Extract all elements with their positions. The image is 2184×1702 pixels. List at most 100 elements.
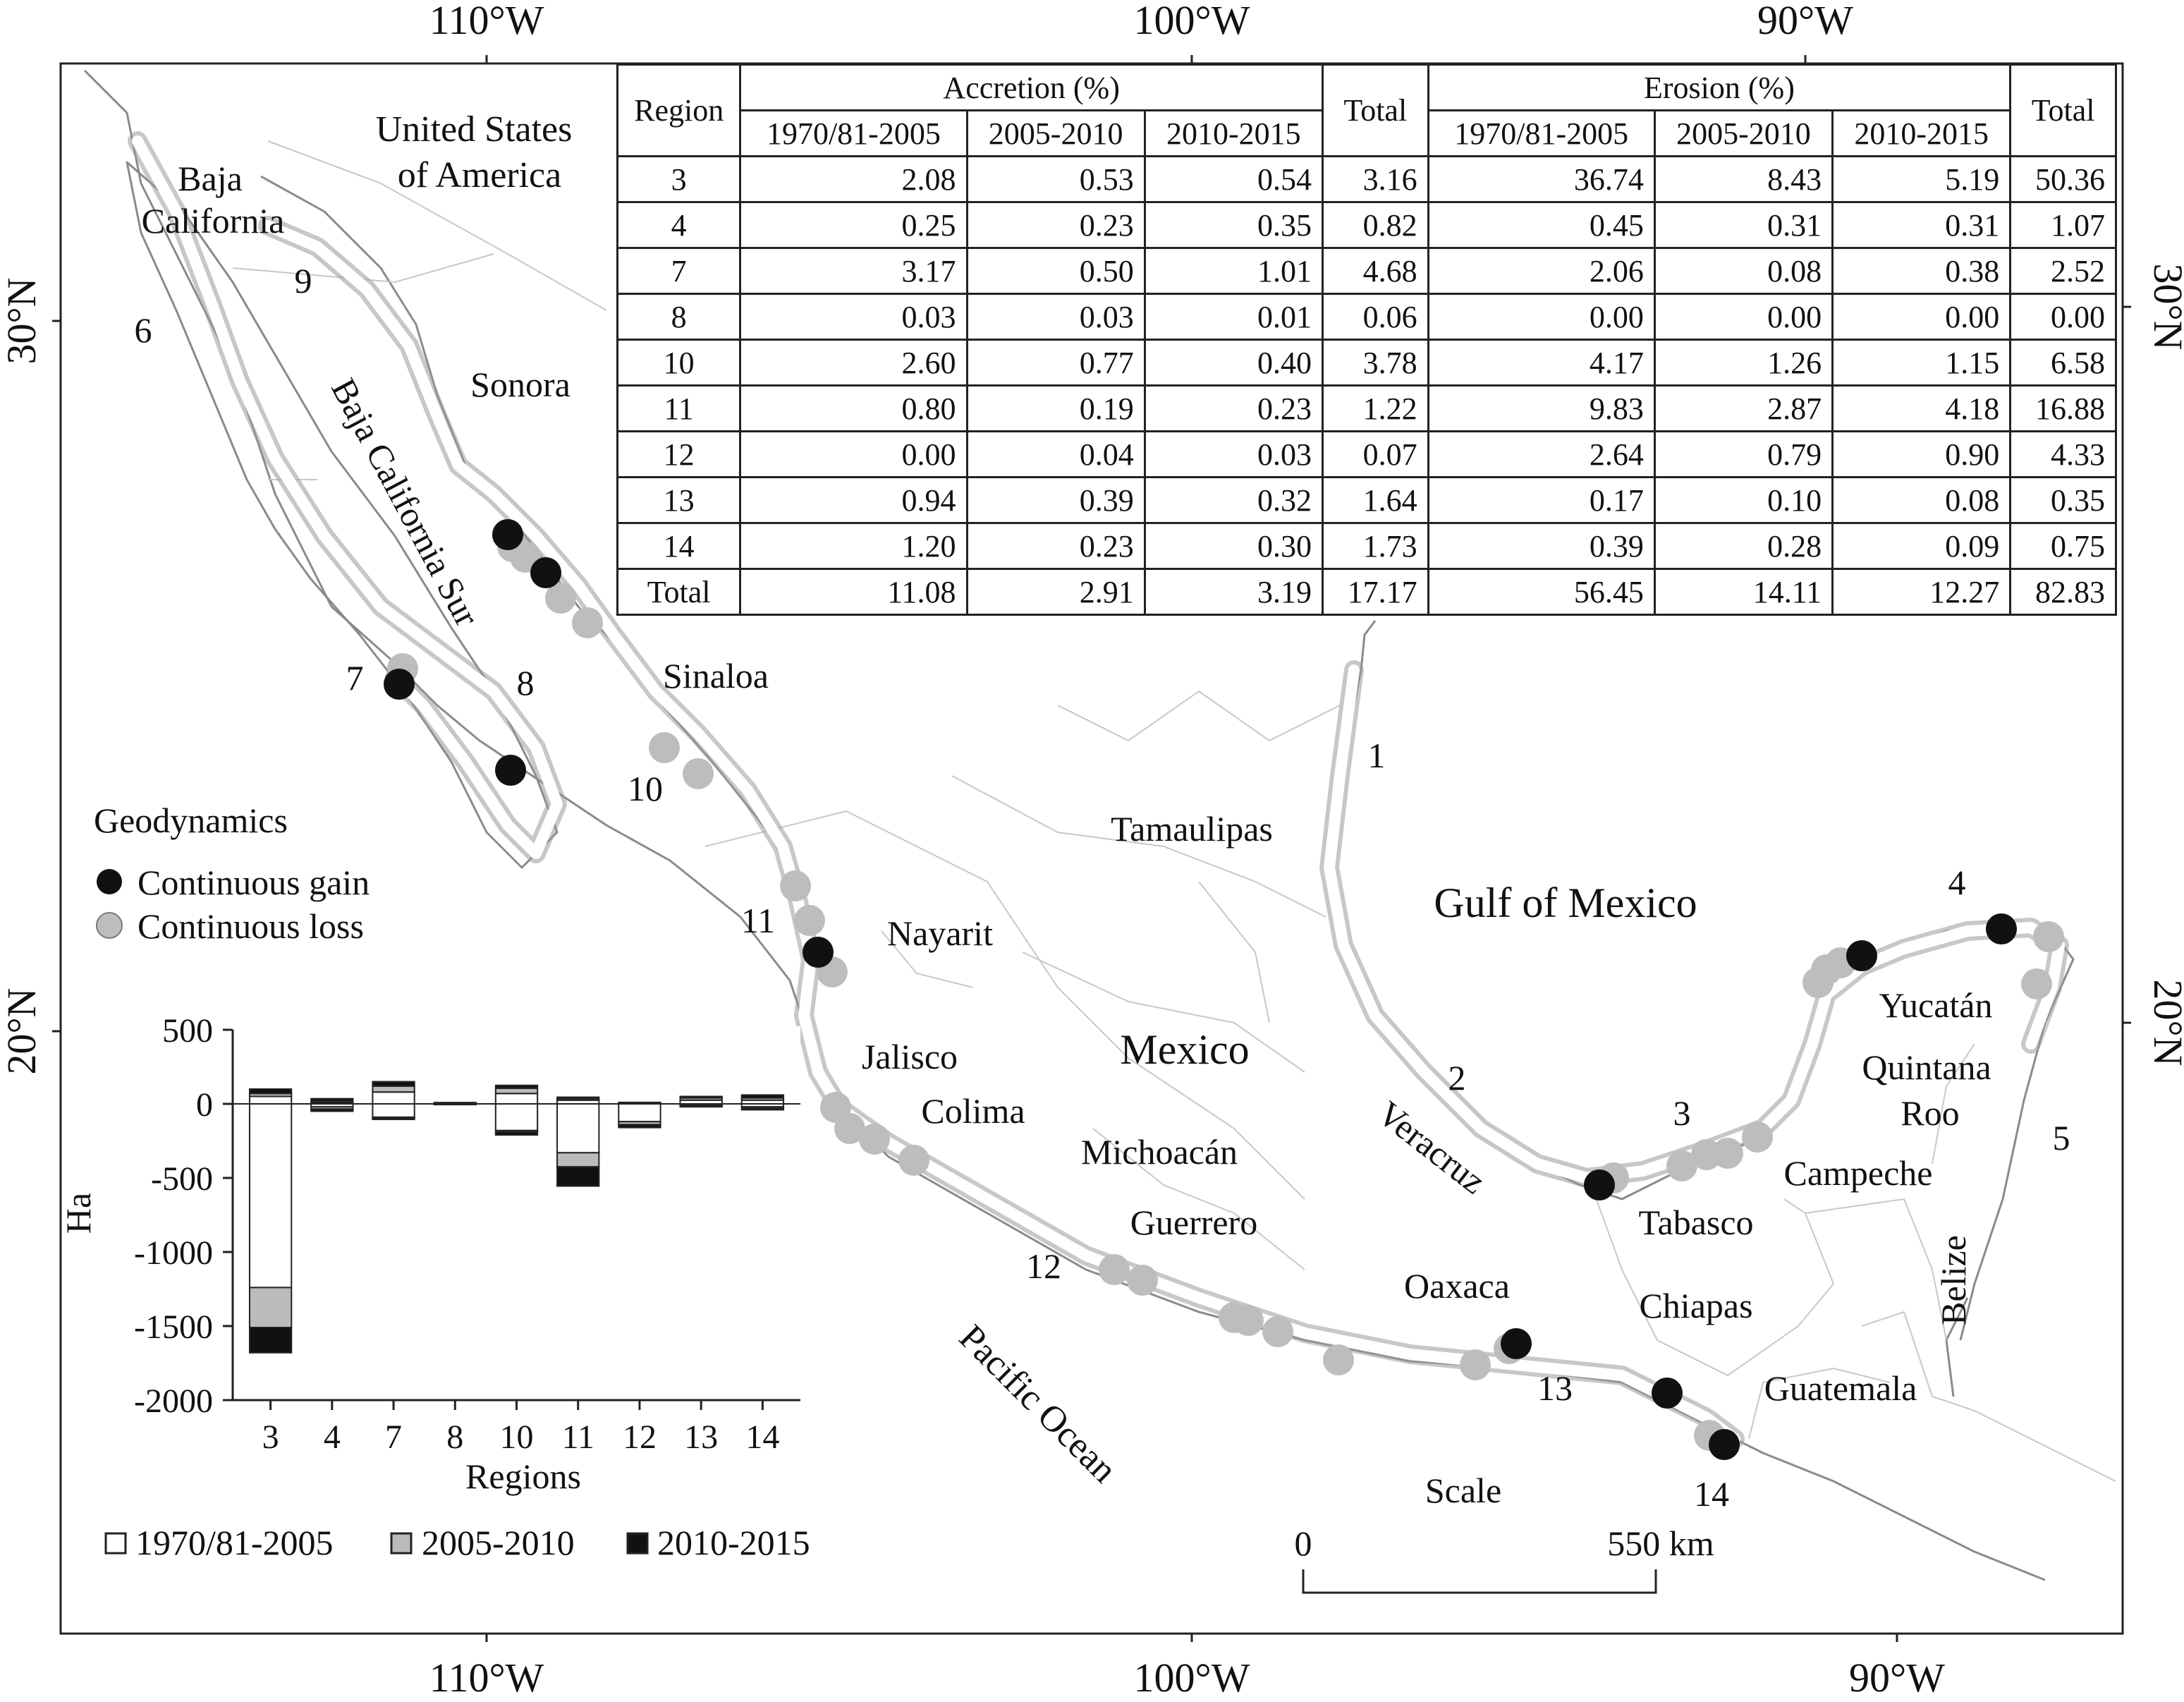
legend-swatch-2005-2010 [390,1532,413,1555]
colima-label: Colima [921,1091,1025,1131]
erosion-cell: 1.15 [1831,339,2012,387]
campeche-label: Campeche [1783,1153,1932,1193]
gain-point [1584,1169,1615,1200]
bar-segment-loss [248,1103,293,1289]
bar-segment-gain [310,1098,354,1102]
x-tick-label: 11 [562,1418,594,1456]
erosion-cell: 4.17 [1427,339,1656,387]
bar-segment-gain [556,1096,600,1100]
bar-segment-loss [372,1103,415,1118]
gain-point [384,669,415,700]
pacific-ocean-label: Pacific Ocean [951,1318,1124,1490]
erosion-cell: 0.79 [1653,430,1834,478]
oaxaca-label: Oaxaca [1404,1266,1510,1306]
region: 11 [616,384,742,432]
gain-point [492,519,523,550]
erosion-cell: 56.45 [1427,568,1656,616]
chart-y-label: Ha [59,1193,98,1234]
erosion-cell: 0.28 [1653,522,1834,570]
bar-segment-gain [248,1095,293,1105]
region-label-14: 14 [1694,1474,1729,1514]
loss-point [859,1124,890,1155]
bar-segment-loss [618,1103,661,1123]
bar-segment-loss [679,1105,723,1108]
loss-point [2021,968,2052,999]
lat-left-30: 30°N [0,277,44,364]
legend-swatch-2010-2015 [626,1532,649,1555]
bar-segment-gain [248,1088,293,1095]
erosion-cell: 0.31 [1831,201,2012,249]
erosion-cell: 0.10 [1653,476,1834,524]
erosion-header: Erosion (%) [1427,63,2012,111]
bar-segment-loss [494,1131,539,1136]
lat-right-30: 30°N [2145,263,2184,350]
accretion-cell: 0.01 [1143,293,1324,341]
bar-segment-gain [679,1095,723,1099]
chiapas-label: Chiapas [1639,1286,1752,1325]
region-label-10: 10 [628,769,663,808]
erosion-cell: 9.83 [1427,384,1656,432]
accretion-cell: 0.30 [1143,522,1324,570]
erosion-cell: 4.18 [1831,384,2012,432]
erosion-cell: 0.90 [1831,430,2012,478]
baja-california-label: Baja [178,159,243,198]
erosion-total-cell: 50.36 [2009,155,2117,203]
accretion-erosion-table: Region Accretion (%) Total Erosion (%) T… [616,63,2117,616]
erosion-cell: 0.17 [1427,476,1656,524]
accretion-cell: 1.01 [1143,247,1324,295]
bar-segment-loss [556,1103,600,1154]
legend-loss-label: Continuous loss [138,906,364,946]
quintana-roo-label: Quintana [1862,1047,1991,1087]
mexico-label: Mexico [1120,1026,1249,1073]
bar-segment-loss [372,1117,415,1121]
accretion-cell: 0.19 [965,384,1146,432]
loss-point [794,905,825,936]
erosion-cell: 2.64 [1427,430,1656,478]
y-tick-label: 500 [162,1012,213,1050]
erosion-cell: 0.38 [1831,247,2012,295]
gain-point [530,557,561,588]
accretion-cell: 1.20 [739,522,968,570]
accretion-total-cell: 0.07 [1321,430,1429,478]
accretion-cell: 0.23 [1143,384,1324,432]
erosion-cell: 14.11 [1653,568,1834,616]
accretion-cell: 2.60 [739,339,968,387]
geodynamics-legend: Geodynamics Continuous gain Continuous l… [94,801,370,946]
erosion-cell: 2.87 [1653,384,1834,432]
accretion-cell: 0.04 [965,430,1146,478]
gain-point [1986,913,2017,944]
erosion-cell: 0.09 [1831,522,2012,570]
scale-bar: Scale 0 550 km [1295,1471,1714,1594]
erosion-cell: 0.00 [1427,293,1656,341]
x-tick-label: 7 [385,1418,402,1456]
erosion-total-cell: 1.07 [2009,201,2117,249]
region: 14 [616,522,742,570]
erosion-cell: 2.06 [1427,247,1656,295]
accretion-cell: 0.53 [965,155,1146,203]
x-tick-label: 3 [262,1418,279,1456]
region: Total [616,568,742,616]
bar-segment-gain [618,1101,661,1104]
accretion-total-cell: 1.22 [1321,384,1429,432]
erosion-cell: 0.08 [1653,247,1834,295]
region: 7 [616,247,742,295]
accretion-total-cell: 4.68 [1321,247,1429,295]
state-borders [232,140,2116,1482]
erosion-total-cell: 16.88 [2009,384,2117,432]
accretion-total-cell: 3.78 [1321,339,1429,387]
region: 13 [616,476,742,524]
erosion-cell: 0.39 [1427,522,1656,570]
x-tick-label: 13 [684,1418,718,1456]
period-header: 2005-2010 [1653,109,1834,157]
accretion-cell: 3.19 [1143,568,1324,616]
erosion-cell: 0.08 [1831,476,2012,524]
bar-segment-gain [494,1087,539,1095]
region-label-7: 7 [346,658,364,698]
y-tick-label: -2000 [134,1382,213,1420]
x-tick-label: 12 [623,1418,657,1456]
